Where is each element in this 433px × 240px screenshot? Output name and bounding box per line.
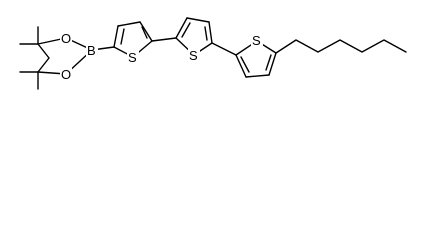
sulfur-label-ring2: S: [189, 48, 198, 63]
label-mask: [60, 67, 72, 81]
bond: [240, 56, 250, 73]
oxygen-label-upper: O: [61, 31, 71, 46]
bond: [211, 42, 237, 56]
bond: [186, 17, 210, 23]
bond: [139, 21, 153, 42]
bond: [120, 28, 125, 45]
sulfur-label-ring3: S: [252, 33, 261, 48]
bond: [204, 26, 208, 41]
bond: [141, 26, 148, 39]
bond: [151, 37, 177, 42]
label-mask: [251, 33, 263, 47]
sulfur-label-ring1: S: [128, 50, 137, 65]
hexyl-chain: [275, 39, 407, 54]
bond: [37, 57, 50, 73]
boron-label: B: [87, 43, 96, 58]
bond: [37, 43, 50, 59]
bond: [208, 21, 213, 44]
bond: [117, 21, 141, 27]
oxygen-label-lower: O: [61, 67, 71, 82]
structure-diagram: O O B S S S: [19, 17, 407, 90]
label-mask: [188, 48, 200, 62]
bond: [181, 22, 191, 38]
label-mask: [86, 43, 98, 57]
label-mask: [60, 31, 72, 45]
bond: [235, 54, 247, 78]
bond: [113, 25, 119, 48]
bond: [265, 54, 272, 71]
label-mask: [127, 50, 139, 64]
bond: [268, 52, 277, 76]
bond: [175, 17, 188, 39]
pinacol-boronate-group: [19, 26, 93, 90]
bond: [245, 74, 270, 78]
